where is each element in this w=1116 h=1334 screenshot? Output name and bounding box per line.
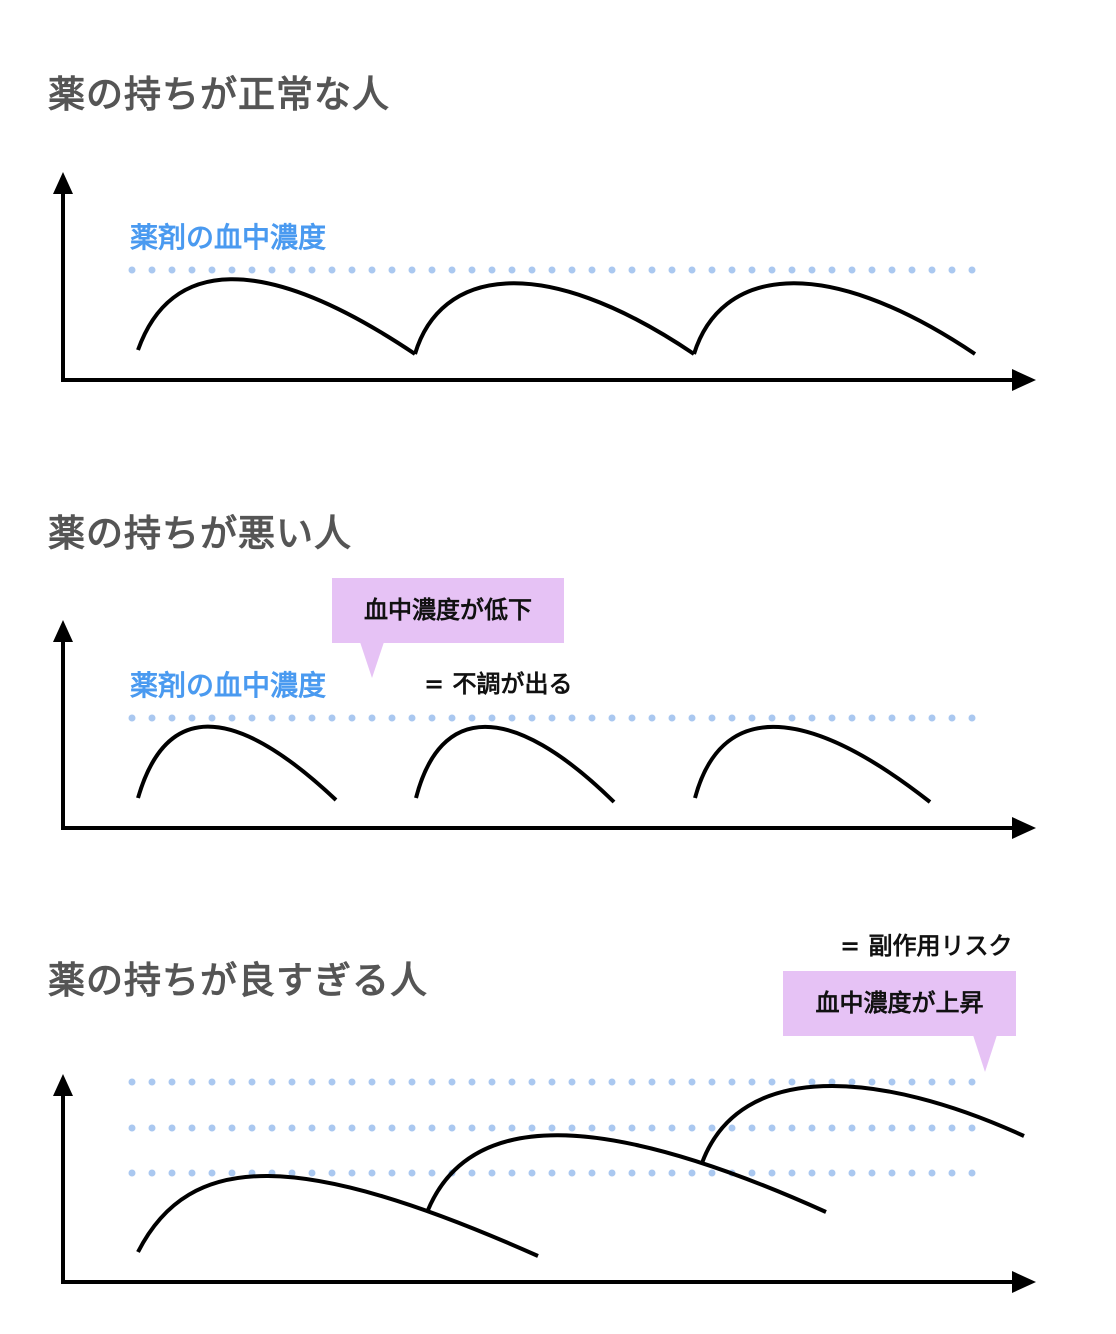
- x-axis-arrow-icon: [1012, 817, 1036, 839]
- dose-curve-3: [692, 281, 977, 356]
- y-axis-arrow-icon: [53, 172, 73, 194]
- dose-curve-2: [413, 281, 696, 356]
- dose-curve-3: [693, 725, 932, 804]
- dose-curve-1: [136, 724, 338, 802]
- dose-curve-1: [136, 1174, 539, 1258]
- note-symptoms: = 不調が出る: [424, 670, 573, 698]
- chart-normal: [53, 172, 1036, 391]
- x-axis-arrow-icon: [1012, 369, 1036, 391]
- note-side-effect-risk: = 副作用リスク: [840, 932, 1013, 960]
- y-axis-arrow-icon: [53, 620, 73, 642]
- chart-poor: [53, 620, 1036, 839]
- dose-curve-2: [414, 724, 616, 804]
- dose-curve-2: [426, 1133, 827, 1214]
- chart-excessive: [53, 1074, 1036, 1293]
- callout-concentration-rise: 血中濃度が上昇: [783, 971, 1016, 1036]
- dose-curve-3: [700, 1083, 1025, 1164]
- section-title-normal: 薬の持ちが正常な人: [48, 73, 390, 116]
- level-label-normal: 薬剤の血中濃度: [130, 221, 327, 254]
- dose-curve-1: [136, 277, 417, 356]
- callout-concentration-drop: 血中濃度が低下: [332, 578, 564, 643]
- callout-tail-rise: [973, 1035, 997, 1072]
- level-label-poor: 薬剤の血中濃度: [130, 669, 327, 702]
- callout-tail-drop: [360, 642, 384, 678]
- y-axis-arrow-icon: [53, 1074, 73, 1096]
- x-axis-arrow-icon: [1012, 1271, 1036, 1293]
- section-title-poor: 薬の持ちが悪い人: [48, 512, 352, 555]
- section-title-excessive: 薬の持ちが良すぎる人: [48, 959, 428, 1002]
